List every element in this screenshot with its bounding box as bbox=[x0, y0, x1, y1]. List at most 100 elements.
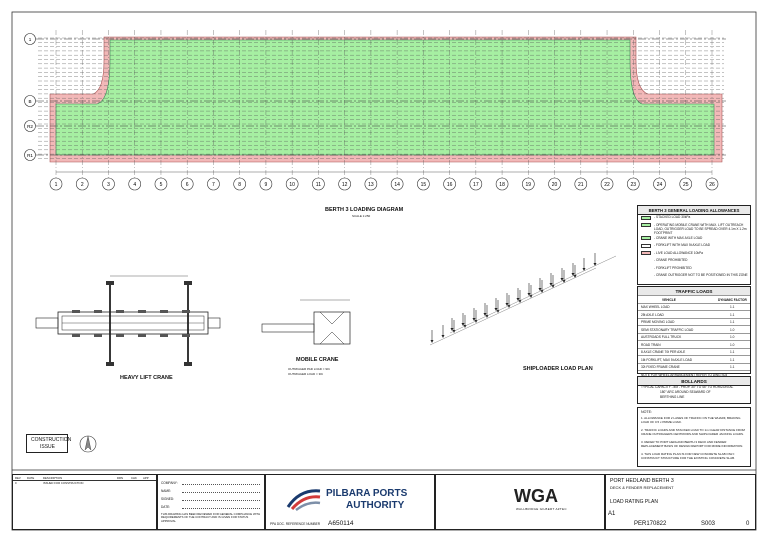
grid-row-label: B bbox=[28, 99, 31, 104]
crane-wheel bbox=[94, 334, 102, 337]
shiploader-arrowhead bbox=[516, 298, 520, 301]
shiploader-arrowhead bbox=[560, 278, 564, 281]
grid-column-label: 12 bbox=[342, 182, 348, 188]
grid-column-label: 17 bbox=[473, 182, 479, 188]
shiploader-arrowhead bbox=[527, 293, 531, 296]
approval-label: COMPANY: bbox=[161, 481, 178, 485]
grid-column-label: 23 bbox=[630, 182, 636, 188]
north-arrow-icon bbox=[79, 435, 97, 453]
grid-column-bubble bbox=[600, 177, 614, 191]
outrigger-pad bbox=[106, 281, 114, 285]
traffic-header-cell: DYNAMIC FACTOR bbox=[718, 297, 747, 302]
grid-column-label: 2 bbox=[81, 182, 84, 188]
grid-column-bubble bbox=[233, 177, 246, 191]
client-name-line-1: PILBARA PORTS bbox=[326, 488, 408, 499]
shiploader-arrowhead bbox=[571, 273, 575, 276]
table-cell: 1.1 bbox=[730, 357, 735, 362]
crane-wheel bbox=[72, 310, 80, 313]
grid-column-bubble bbox=[653, 177, 666, 191]
table-row: ROAD TRAIN 1.0 bbox=[638, 340, 750, 347]
revision-header-cell: DATE bbox=[27, 476, 35, 480]
outrigger-pad bbox=[106, 362, 114, 366]
grid-column-label: 14 bbox=[394, 182, 400, 188]
bollards-text-1: TYPICAL CAPACITY - 80t - PROP. 30° TO 45… bbox=[641, 385, 734, 389]
table-cell: 1.1 bbox=[730, 305, 735, 309]
diagram-scale: SCALE 1:250 bbox=[352, 214, 371, 218]
notes-panel: NOTE: 1. ALLOWANCE FOR 2 LANES OF TRAFFI… bbox=[637, 407, 751, 467]
revision-header-cell: DESCRIPTION bbox=[43, 476, 63, 480]
sheet-number: S003 bbox=[701, 521, 716, 527]
grid-column-bubble bbox=[469, 177, 483, 191]
note-item: 3. REFER TO PORT HEDLAND BERTH 3 DECK AN… bbox=[641, 440, 744, 448]
grid-column-label: 9 bbox=[265, 182, 268, 188]
crane-rear bbox=[207, 317, 221, 329]
grid-column-label: 3 bbox=[107, 182, 110, 188]
grid-column-label: 18 bbox=[499, 182, 505, 188]
grid-row-bubble bbox=[24, 120, 36, 132]
grid-column-bubble bbox=[102, 177, 115, 191]
grid-column-bubble bbox=[312, 177, 325, 191]
drawing-number: PER170822 bbox=[634, 521, 667, 527]
shiploader-arrowhead bbox=[485, 315, 489, 318]
table-cell: 1.1 bbox=[730, 312, 735, 317]
outrigger-pad bbox=[184, 281, 192, 285]
grid-column-bubble bbox=[338, 177, 351, 191]
shiploader-arrowhead bbox=[494, 308, 498, 311]
revision-header-cell: CHK bbox=[131, 476, 137, 480]
table-cell: 16t FORKLIFT, MAX 5t AXLE LOAD bbox=[641, 357, 693, 362]
table-cell: 1.1 bbox=[730, 350, 735, 354]
heavy-lift-crane-drawing bbox=[35, 275, 221, 366]
crane-wheel bbox=[116, 310, 124, 313]
grid-column-bubble bbox=[390, 177, 404, 191]
shiploader-arrowhead bbox=[593, 263, 597, 266]
crane-wheel bbox=[160, 334, 168, 337]
grid-column-bubble bbox=[364, 177, 378, 191]
grid-column-bubble bbox=[180, 177, 194, 191]
mobile-crane-outriggers bbox=[319, 311, 345, 345]
grid-column-bubble bbox=[548, 177, 561, 191]
table-row: MAX WHEEL LOAD 1.1 bbox=[638, 302, 750, 310]
shiploader-arrowhead bbox=[573, 275, 577, 278]
table-cell: NOTE FOR WHEEL ARRANGEMENT REFER TO DWG … bbox=[641, 372, 728, 377]
grid-column-label: 10 bbox=[289, 182, 295, 188]
approval-signature-line bbox=[182, 492, 260, 493]
grid-column-label: 6 bbox=[186, 182, 189, 188]
shiploader-load-plan-drawing bbox=[429, 253, 617, 346]
diagram-title: BERTH 3 LOADING DIAGRAM bbox=[325, 207, 404, 213]
shiploader-arrowhead bbox=[441, 335, 445, 338]
grid-column-label: 25 bbox=[683, 182, 689, 188]
sheet-border bbox=[11, 11, 757, 531]
grid-column-label: 16 bbox=[447, 182, 453, 188]
legend-swatch bbox=[641, 236, 651, 240]
table-cell: 1.0 bbox=[730, 335, 735, 339]
grid-column-label: 13 bbox=[368, 182, 374, 188]
revision-number: 0 bbox=[746, 521, 750, 527]
shiploader-arrowhead bbox=[507, 305, 511, 308]
grid-row-label: 1 bbox=[29, 37, 32, 42]
construction-stamp: CONSTRUCTION ISSUE bbox=[26, 434, 72, 453]
grid-column-bubble bbox=[128, 177, 142, 191]
table-cell: 1.0 bbox=[730, 342, 735, 347]
shiploader-arrowhead bbox=[483, 313, 487, 316]
crane-wheel bbox=[182, 334, 190, 337]
stamp-line-1: CONSTRUCTION bbox=[31, 437, 72, 443]
table-cell: ROAD TRAIN bbox=[641, 342, 661, 347]
legend-item: - CRANE PROHIBITED bbox=[654, 258, 688, 262]
grid-column-label: 4 bbox=[133, 182, 136, 188]
table-cell: MAX WHEEL LOAD bbox=[641, 305, 670, 309]
table-row: 16t FORKLIFT, MAX 5t AXLE LOAD 1.1 bbox=[638, 355, 750, 362]
consultant-block: WGA WALLBRIDGE GILBERT AZTEC bbox=[435, 474, 605, 530]
approval-label: DATE: bbox=[161, 505, 171, 509]
revision-header-cell: APP bbox=[143, 476, 149, 480]
approval-block: COMPANY:NAME:SIGNED:DATE: THIS DRAWING H… bbox=[157, 474, 265, 530]
approval-signature-line bbox=[182, 484, 260, 485]
table-cell: PRIME MOVING LOAD bbox=[641, 320, 675, 324]
table-cell: 25t AXLE LOAD bbox=[641, 312, 664, 317]
grid-column-label: 5 bbox=[160, 182, 163, 188]
approval-label: SIGNED: bbox=[161, 497, 175, 501]
grid-column-bubble bbox=[574, 177, 588, 191]
table-row: NOTE FOR WHEEL ARRANGEMENT REFER TO DWG … bbox=[638, 370, 750, 377]
